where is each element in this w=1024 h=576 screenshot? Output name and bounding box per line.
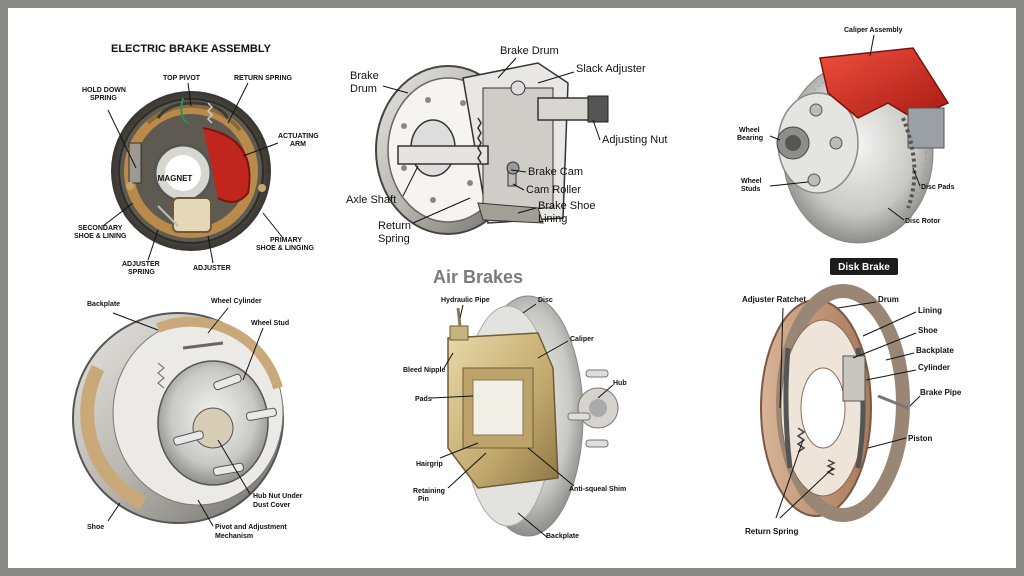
hold-down-spring-label-1: HOLD DOWN [82, 87, 126, 94]
disk-brake: Disk Brake Caliper Assembly Wheel Bearin… [737, 27, 955, 275]
adjusting-nut-label: Adjusting Nut [602, 134, 667, 146]
pivot-adjustment-label-2: Mechanism [215, 533, 253, 540]
return-spring-label: RETURN SPRING [234, 75, 293, 82]
caliper-brake-image [447, 295, 619, 537]
brake-shoe-lining-label-1: Brake Shoe [538, 200, 595, 212]
shoe-br-label: Shoe [918, 326, 938, 335]
retaining-pin-label-1: Retaining [413, 488, 445, 495]
wheel-bearing-label-2: Bearing [737, 135, 763, 142]
disc-rotor-label: Disc Rotor [905, 218, 941, 225]
cam-roller-label: Cam Roller [526, 184, 581, 196]
axle-shaft-label: Axle Shaft [346, 194, 396, 206]
secondary-shoe-label-1: SECONDARY [78, 225, 123, 232]
drum-brake-right-image [760, 284, 910, 522]
piston-label: Piston [908, 434, 933, 443]
brake-drum-top-label: Brake Drum [500, 45, 559, 57]
pads-label: Pads [415, 396, 432, 403]
backplate-bl-label: Backplate [87, 301, 120, 308]
adjuster-spring-label-2: SPRING [128, 269, 155, 276]
wheel-stud-label: Wheel Stud [251, 320, 289, 327]
air-drum-brake-image [375, 62, 609, 235]
bleed-nipple-label: Bleed Nipple [403, 367, 446, 374]
drum-label: Drum [878, 295, 899, 304]
air-brakes-title: Air Brakes [433, 267, 523, 287]
disc-pads-label: Disc Pads [921, 184, 955, 191]
air-drum-brake: Brake Drum Brake Drum Slack Adjuster Adj… [346, 45, 667, 245]
brake-cam-label: Brake Cam [528, 166, 583, 178]
backplate-caliper-label: Backplate [546, 533, 579, 540]
wheel-bearing-label-1: Wheel [739, 127, 760, 134]
electric-brake-assembly: ELECTRIC BRAKE ASSEMBLY MAGNET HOLD DOWN… [74, 43, 319, 276]
slack-adjuster-label: Slack Adjuster [576, 63, 646, 75]
wheel-studs-label-1: Wheel [741, 178, 762, 185]
caliper-label: Caliper [570, 336, 594, 343]
pivot-adjustment-label-1: Pivot and Adjustment [215, 524, 287, 531]
drum-brake-left: Backplate Wheel Cylinder Wheel Stud Hub … [72, 298, 303, 540]
disc-label: Disc [538, 297, 553, 304]
hydraulic-pipe-label: Hydraulic Pipe [441, 297, 490, 304]
disk-brake-image [776, 47, 950, 244]
caliper-brake: Air Brakes Hydraulic Pipe Disc Caliper B… [403, 267, 627, 540]
wheel-studs-label-2: Studs [741, 186, 761, 193]
cylinder-label: Cylinder [918, 363, 950, 372]
electric-brake-title: ELECTRIC BRAKE ASSEMBLY [111, 43, 272, 55]
return-spring-top-label-2: Spring [378, 233, 410, 245]
adjuster-spring-label-1: ADJUSTER [122, 261, 160, 268]
shoe-bl-label: Shoe [87, 524, 104, 531]
adjuster-label: ADJUSTER [193, 265, 231, 272]
hairgrip-label: Hairgrip [416, 461, 443, 468]
lining-label: Lining [918, 306, 942, 315]
return-spring-br-label: Return Spring [745, 527, 798, 536]
backplate-br-label: Backplate [916, 346, 954, 355]
disk-brake-title: Disk Brake [838, 262, 890, 273]
hub-nut-label-2: Dust Cover [253, 502, 291, 509]
adjuster-ratchet-label: Adjuster Ratchet [742, 295, 806, 304]
actuating-arm-label-1: ACTUATING [278, 133, 319, 140]
wheel-cylinder-label: Wheel Cylinder [211, 298, 262, 305]
secondary-shoe-label-2: SHOE & LINING [74, 233, 127, 240]
retaining-pin-label-2: Pin [418, 496, 429, 503]
brake-shoe-lining-label-2: Lining [538, 213, 567, 225]
primary-shoe-label-2: SHOE & LINGING [256, 245, 315, 252]
primary-shoe-label-1: PRIMARY [270, 237, 302, 244]
drum-brake-left-image [72, 312, 284, 524]
frame: ELECTRIC BRAKE ASSEMBLY MAGNET HOLD DOWN… [8, 8, 1016, 568]
caliper-assembly-label: Caliper Assembly [844, 27, 903, 34]
brake-drum-left-label-1: Brake [350, 70, 379, 82]
anti-squeal-shim-label: Anti-squeal Shim [569, 486, 626, 493]
hub-label: Hub [613, 380, 627, 387]
brake-pipe-label: Brake Pipe [920, 388, 962, 397]
return-spring-top-label-1: Return [378, 220, 411, 232]
top-pivot-label: TOP PIVOT [163, 75, 201, 82]
actuating-arm-label-2: ARM [290, 141, 306, 148]
drum-brake-right: Adjuster Ratchet Drum Lining Shoe Backpl… [742, 284, 962, 536]
brake-diagrams-canvas: ELECTRIC BRAKE ASSEMBLY MAGNET HOLD DOWN… [72, 27, 962, 540]
brake-drum-left-label-2: Drum [350, 83, 377, 95]
hub-nut-label-1: Hub Nut Under [253, 493, 303, 500]
hold-down-spring-label-2: SPRING [90, 95, 117, 102]
electric-brake-image [111, 91, 271, 251]
magnet-label: MAGNET [158, 174, 193, 183]
disk-brake-title-badge [830, 258, 898, 275]
